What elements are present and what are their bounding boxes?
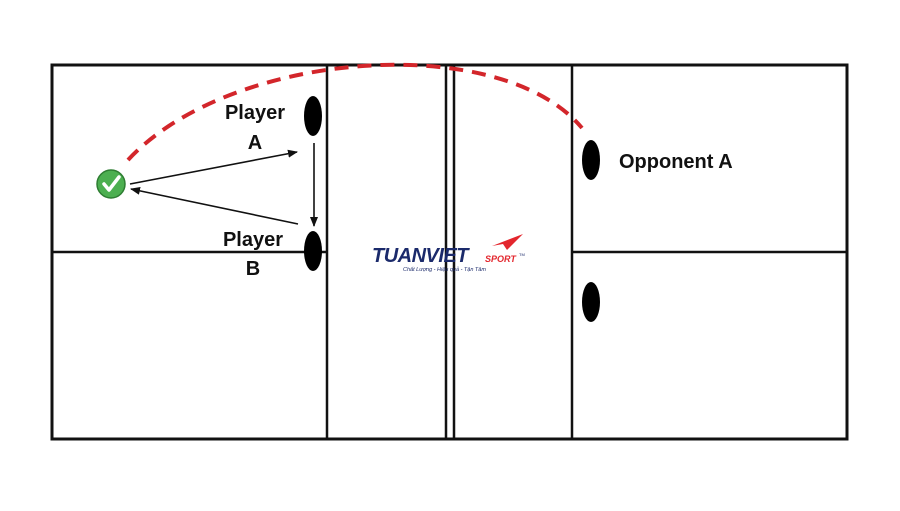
tuanviet-sport-logo: TUANVIET SPORT TM Chất Lượng - Hiệu quả … (372, 234, 525, 273)
player-b-label-line1: Player (223, 229, 283, 251)
logo-brand: TUANVIET (372, 245, 470, 267)
shuttle-path (126, 62, 584, 162)
player-b-label-line2: B (246, 258, 260, 280)
arrow-player-b-to-start (130, 186, 299, 225)
player-a-label-line1: Player (225, 102, 285, 124)
opponent-a-marker-icon (582, 140, 600, 180)
player-a-label-line2: A (248, 132, 262, 154)
check-circle-icon (96, 169, 126, 199)
arrow-to-player-a (129, 149, 298, 185)
player-b-marker-icon (304, 231, 322, 271)
logo-brand-suffix: SPORT (485, 254, 517, 264)
opponent-a-label: Opponent A (619, 151, 733, 173)
player-a-marker-icon (304, 96, 322, 136)
logo-tagline: Chất Lượng - Hiệu quả - Tận Tâm (403, 266, 486, 273)
opponent-b-marker-icon (582, 282, 600, 322)
court-lines (50, 63, 849, 441)
movement-arrows (129, 143, 318, 227)
logo-swoosh-icon (492, 234, 523, 250)
logo-trademark: TM (519, 252, 525, 257)
